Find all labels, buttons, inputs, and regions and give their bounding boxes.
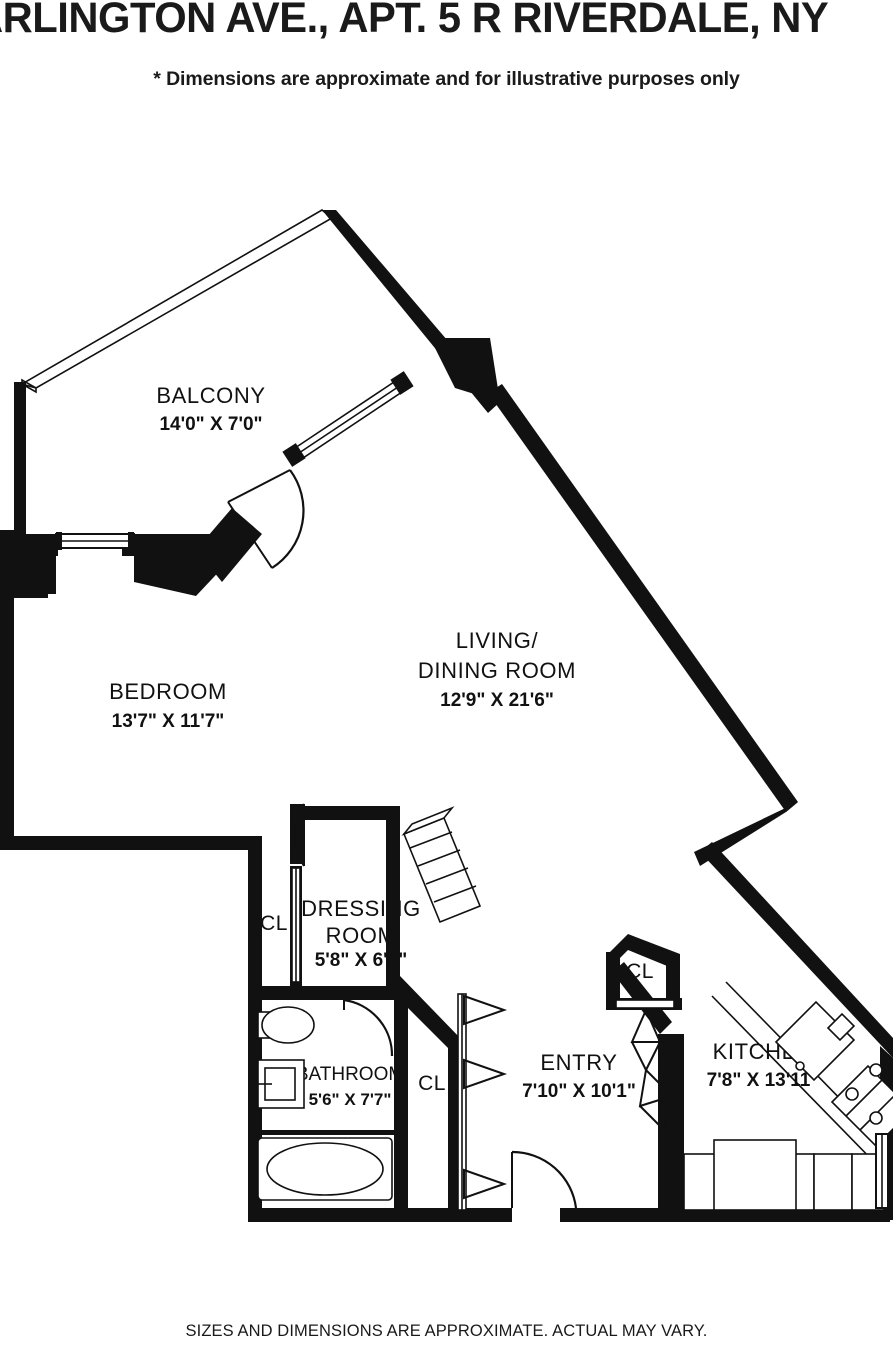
label-bedroom: BEDROOM 13'7" X 11'7" [109,679,227,732]
closet-entry-bifold-doors [457,993,508,1211]
bathroom-name: BATHROOM [296,1064,404,1085]
page-title-bar: ARLINGTON AVE., APT. 5 R RIVERDALE, NY [0,0,893,54]
dressing-name-line1: DRESSING [301,896,421,921]
dressing-name-line2: ROOM [326,923,397,948]
bedroom-name: BEDROOM [109,679,227,704]
entry-door [511,1150,578,1209]
kitchen-window [875,1133,889,1209]
kitchen-walls [672,1034,684,1212]
label-bathroom: BATHROOM 5'6" X 7'7" [296,1064,404,1109]
page-subtitle: * Dimensions are approximate and for ill… [153,68,740,90]
balcony-name: BALCONY [156,383,265,408]
label-dressing-room: DRESSING ROOM 5'8" X 6'9" [301,896,421,971]
entry-dimensions: 7'10" X 10'1" [522,1081,636,1102]
kitchen-base-cabinets [683,1139,885,1211]
living-name-line2: DINING ROOM [418,658,576,683]
entry-name: ENTRY [540,1050,617,1075]
label-balcony: BALCONY 14'0" X 7'0" [156,383,265,435]
kitchen-sink-icon [774,1000,856,1082]
bathroom-door [343,998,394,1057]
toilet-icon [257,1006,315,1044]
bathroom-dimensions: 5'6" X 7'7" [309,1090,392,1109]
kitchen-stove-icon [830,1063,893,1148]
living-dimensions: 12'9" X 21'6" [440,690,554,711]
bathtub-icon [256,1130,396,1201]
sink-icon [257,1059,305,1109]
bedroom-dimensions: 13'7" X 11'7" [112,711,225,732]
bedroom-window [55,532,135,550]
balcony-railing [19,209,334,394]
dressing-room-door [294,803,305,867]
floor-plan-drawing: BALCONY 14'0" X 7'0" BEDROOM 13'7" X 11'… [0,130,893,1290]
closet-dressing-label: CL [260,912,288,935]
closet-dressing-door [291,867,301,983]
label-entry: ENTRY 7'10" X 10'1" [522,1050,636,1102]
label-living-dining: LIVING/ DINING ROOM 12'9" X 21'6" [418,628,576,711]
closet-entry-label: CL [418,1072,446,1095]
bedroom-north-wall [14,508,262,596]
balcony-door-swing [227,469,305,569]
page-footer: SIZES AND DIMENSIONS ARE APPROXIMATE. AC… [185,1322,708,1340]
living-name-line1: LIVING/ [456,628,539,653]
bathroom-fixtures [256,1006,396,1201]
page-title: ARLINGTON AVE., APT. 5 R RIVERDALE, NY [0,0,829,42]
closet-kitchen-label: CL [626,960,654,983]
closet-kitchen-bifold-doors [615,999,675,1131]
balcony-dimensions: 14'0" X 7'0" [159,414,262,435]
floor-plan-svg: BALCONY 14'0" X 7'0" BEDROOM 13'7" X 11'… [0,209,893,1222]
balcony-sliding-door [282,371,414,467]
dressing-room-shelving [401,806,482,924]
dressing-dimensions: 5'8" X 6'9" [315,950,408,971]
kitchen-dimensions: 7'8" X 13'11" [707,1070,820,1091]
